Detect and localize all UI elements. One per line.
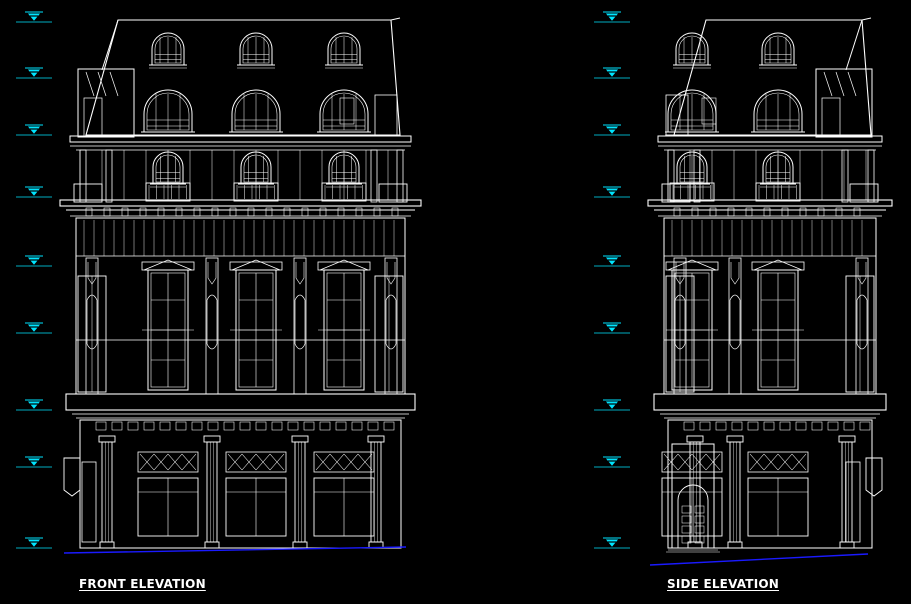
level-datum-triangle-icon (16, 255, 52, 267)
level-datum-triangle-icon (594, 124, 630, 136)
level-datum-triangle-icon (16, 322, 52, 334)
level-datum-triangle-icon (594, 322, 630, 334)
level-markers-left (16, 11, 52, 549)
level-datum-triangle-icon (16, 456, 52, 468)
level-datum-triangle-icon (16, 67, 52, 79)
level-datum-triangle-icon (16, 11, 52, 23)
level-datum-triangle-icon (16, 537, 52, 549)
level-datum-triangle-icon (594, 255, 630, 267)
level-datum-triangle-icon (594, 399, 630, 411)
level-markers-right (594, 11, 630, 549)
level-datum-triangle-icon (594, 67, 630, 79)
side-elevation-label: SIDE ELEVATION (667, 577, 780, 591)
level-datum-triangle-icon (16, 124, 52, 136)
front-elevation-drawing (59, 17, 422, 549)
level-datum-triangle-icon (594, 186, 630, 198)
level-datum-triangle-icon (594, 11, 630, 23)
ground-lines (63, 546, 869, 566)
side-elevation-drawing (647, 17, 893, 553)
level-datum-triangle-icon (594, 456, 630, 468)
level-datum-triangle-icon (16, 399, 52, 411)
level-datum-triangle-icon (594, 537, 630, 549)
level-datum-triangle-icon (16, 186, 52, 198)
front-elevation-label: FRONT ELEVATION (79, 577, 206, 591)
